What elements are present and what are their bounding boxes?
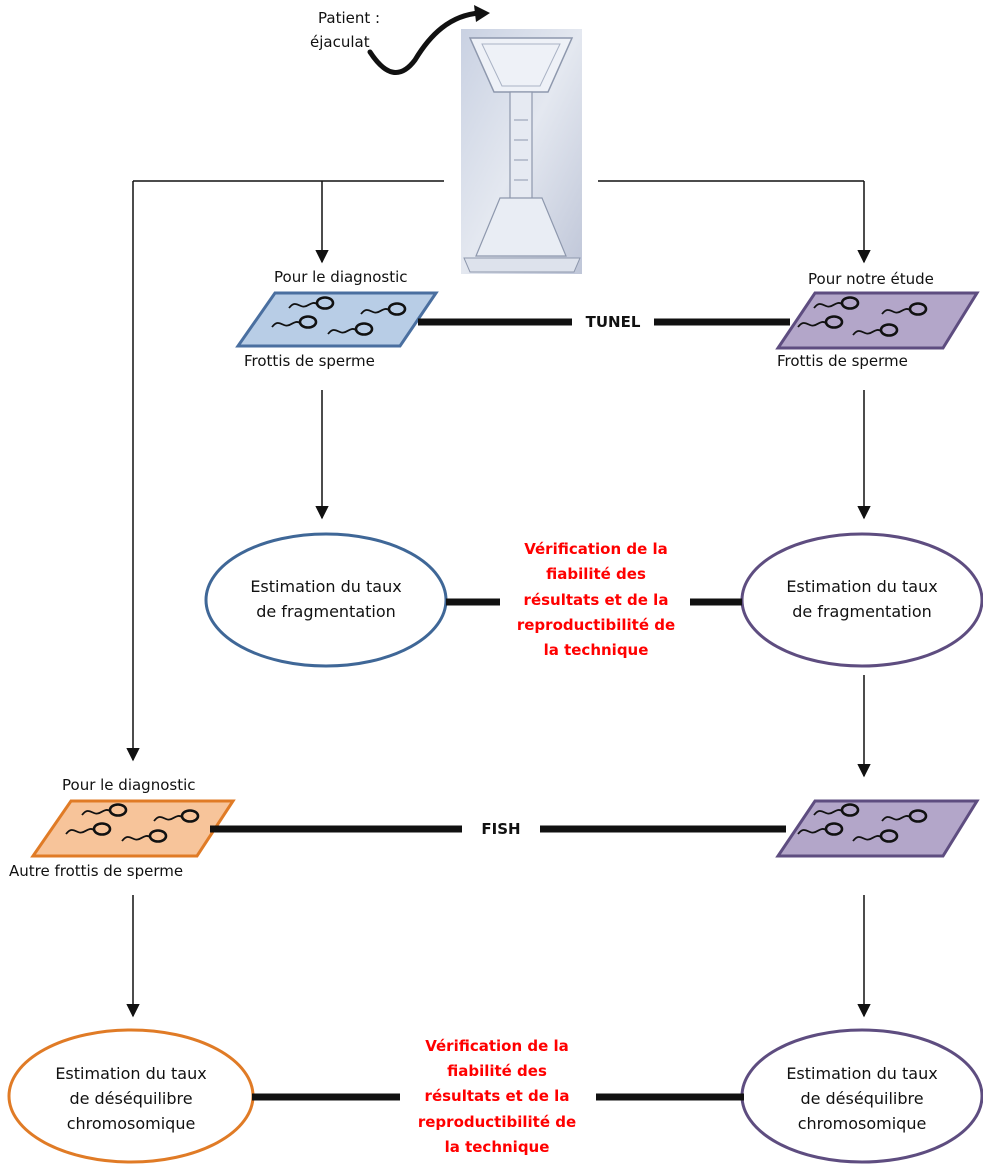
slide-study-purple: Pour notre étude Frottis de sperme xyxy=(775,270,980,370)
patient-label: Patient : éjaculat xyxy=(310,9,380,51)
collection-tube-image xyxy=(461,29,582,274)
verification-2-line4: reproductibilité de xyxy=(418,1113,576,1131)
frag-left-line2: de fragmentation xyxy=(256,602,396,621)
fish-link: FISH xyxy=(210,820,786,838)
slide-fish-top-label: Pour le diagnostic xyxy=(62,776,196,794)
ellipse-fragmentation-right: Estimation du taux de fragmentation xyxy=(740,532,983,668)
frag-left-line1: Estimation du taux xyxy=(250,577,401,596)
verification-link-2: Vérification de la fiabilité des résulta… xyxy=(252,1037,744,1156)
verification-1-line2: fiabilité des xyxy=(546,565,646,583)
slide-fish-bottom-label: Autre frottis de sperme xyxy=(9,862,183,880)
ellipse-fragmentation-left: Estimation du taux de fragmentation xyxy=(204,532,448,668)
slide-study-top-label: Pour notre étude xyxy=(808,270,934,288)
verification-1-line5: la technique xyxy=(544,641,649,659)
ellipse-chromosomal-right: Estimation du taux de déséquilibre chrom… xyxy=(740,1028,983,1164)
chrom-right-line1: Estimation du taux xyxy=(786,1064,937,1083)
verification-2-line3: résultats et de la xyxy=(425,1087,570,1105)
chrom-right-line2: de déséquilibre xyxy=(800,1089,923,1108)
frag-right-line2: de fragmentation xyxy=(792,602,932,621)
chrom-left-line1: Estimation du taux xyxy=(55,1064,206,1083)
verification-1-line3: résultats et de la xyxy=(524,591,669,609)
verification-1-line1: Vérification de la xyxy=(524,540,668,558)
verification-2-line1: Vérification de la xyxy=(425,1037,569,1055)
swoosh-arrowhead xyxy=(474,5,490,22)
top-connectors xyxy=(126,180,871,762)
patient-label-line1: Patient : xyxy=(318,9,380,27)
verification-link-1: Vérification de la fiabilité des résulta… xyxy=(446,540,742,659)
slide-diagnostic-top-label: Pour le diagnostic xyxy=(274,268,408,286)
slide-diagnostic-orange: Pour le diagnostic Autre frottis de sper… xyxy=(9,776,236,880)
verification-2-line2: fiabilité des xyxy=(447,1062,547,1080)
chrom-left-line2: de déséquilibre xyxy=(69,1089,192,1108)
verification-2-line5: la technique xyxy=(445,1138,550,1156)
slide-diagnostic-blue: Pour le diagnostic Frottis de sperme xyxy=(235,268,439,370)
chrom-right-line3: chromosomique xyxy=(798,1114,927,1133)
slide-study-fish-purple xyxy=(775,799,980,858)
slide-diagnostic-bottom-label: Frottis de sperme xyxy=(244,352,375,370)
patient-label-line2: éjaculat xyxy=(310,33,370,51)
chrom-left-line3: chromosomique xyxy=(67,1114,196,1133)
swoosh-arrow xyxy=(367,10,483,75)
tunel-label: TUNEL xyxy=(586,313,641,331)
verification-1-line4: reproductibilité de xyxy=(517,616,675,634)
slide-study-bottom-label: Frottis de sperme xyxy=(777,352,908,370)
frag-right-line1: Estimation du taux xyxy=(786,577,937,596)
tunel-link: TUNEL xyxy=(418,313,790,331)
ellipse-chromosomal-left: Estimation du taux de déséquilibre chrom… xyxy=(7,1028,255,1164)
fish-label: FISH xyxy=(481,820,520,838)
